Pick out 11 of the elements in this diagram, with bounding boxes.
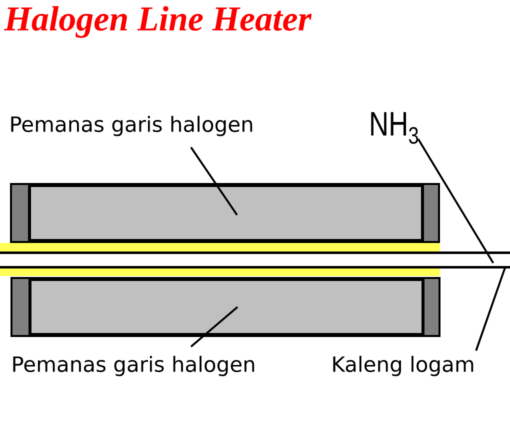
- leader-line: [417, 138, 494, 264]
- heater-block: [10, 183, 440, 243]
- heater-label: Pemanas garis halogen: [13, 356, 254, 376]
- heater-label: Pemanas garis halogen: [11, 116, 252, 136]
- leader-line: [475, 266, 506, 351]
- tube: [0, 252, 510, 268]
- tube-label: Kaleng logam: [333, 356, 474, 376]
- heater-block: [10, 277, 440, 337]
- title: Halogen Line Heater: [4, 6, 312, 38]
- leader-line: [190, 146, 238, 216]
- gas-label: NH$_{3}$: [371, 112, 418, 144]
